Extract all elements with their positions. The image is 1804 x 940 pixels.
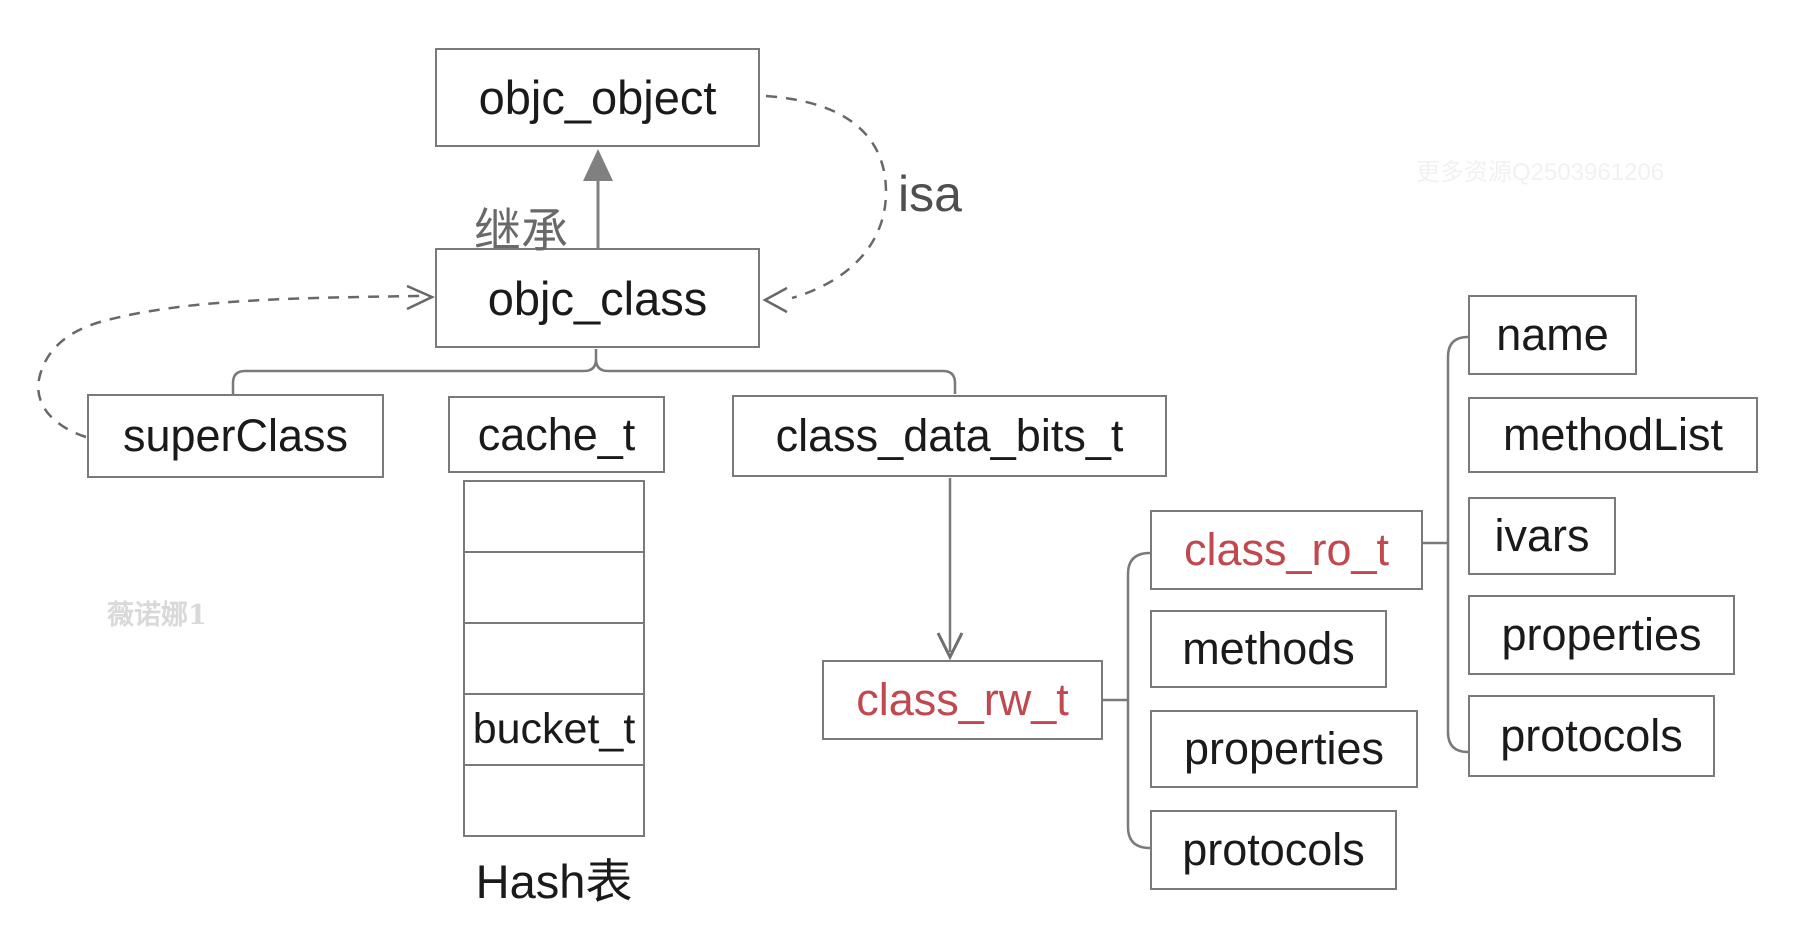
hash-table-row [465,482,643,551]
node-ro-properties: properties [1468,595,1735,675]
node-class-data-bits-t: class_data_bits_t [732,395,1167,477]
hash-table: bucket_t [463,480,645,837]
superclass-arrowhead [406,284,435,311]
children-bracket [231,349,957,394]
isa-dashed-curve [765,94,888,300]
bits-to-rw-arrowhead [936,632,964,661]
node-rw-properties: properties [1150,710,1418,788]
hash-table-row [465,551,643,622]
node-ro-protocols: protocols [1468,695,1715,777]
watermark-top-right: 更多资源Q2503961206 [1416,159,1665,186]
hash-table-row [465,622,643,693]
node-objc-object: objc_object [435,48,760,147]
inheritance-edge-label: 继承 [474,204,568,257]
ro-children-bracket [1423,335,1469,754]
watermark-left: 薇诺娜1 [107,600,207,631]
node-class-rw-t: class_rw_t [822,660,1103,740]
node-rw-methods: methods [1150,610,1387,688]
isa-arrowhead [762,286,788,314]
node-superclass: superClass [87,394,384,478]
hash-table-row-bucket-t: bucket_t [465,693,643,764]
node-rw-protocols: protocols [1150,810,1397,890]
rw-children-bracket [1103,551,1151,850]
isa-edge-label: isa [898,166,962,222]
hash-table-row [465,764,643,835]
node-class-ro-t: class_ro_t [1150,510,1423,590]
hash-table-caption: Hash表 [475,855,633,908]
node-ro-ivars: ivars [1468,497,1616,575]
node-ro-methodlist: methodList [1468,397,1758,473]
node-objc-class: objc_class [435,248,760,348]
inheritance-arrowhead [583,149,613,181]
node-cache-t: cache_t [448,396,665,473]
node-ro-name: name [1468,295,1637,375]
